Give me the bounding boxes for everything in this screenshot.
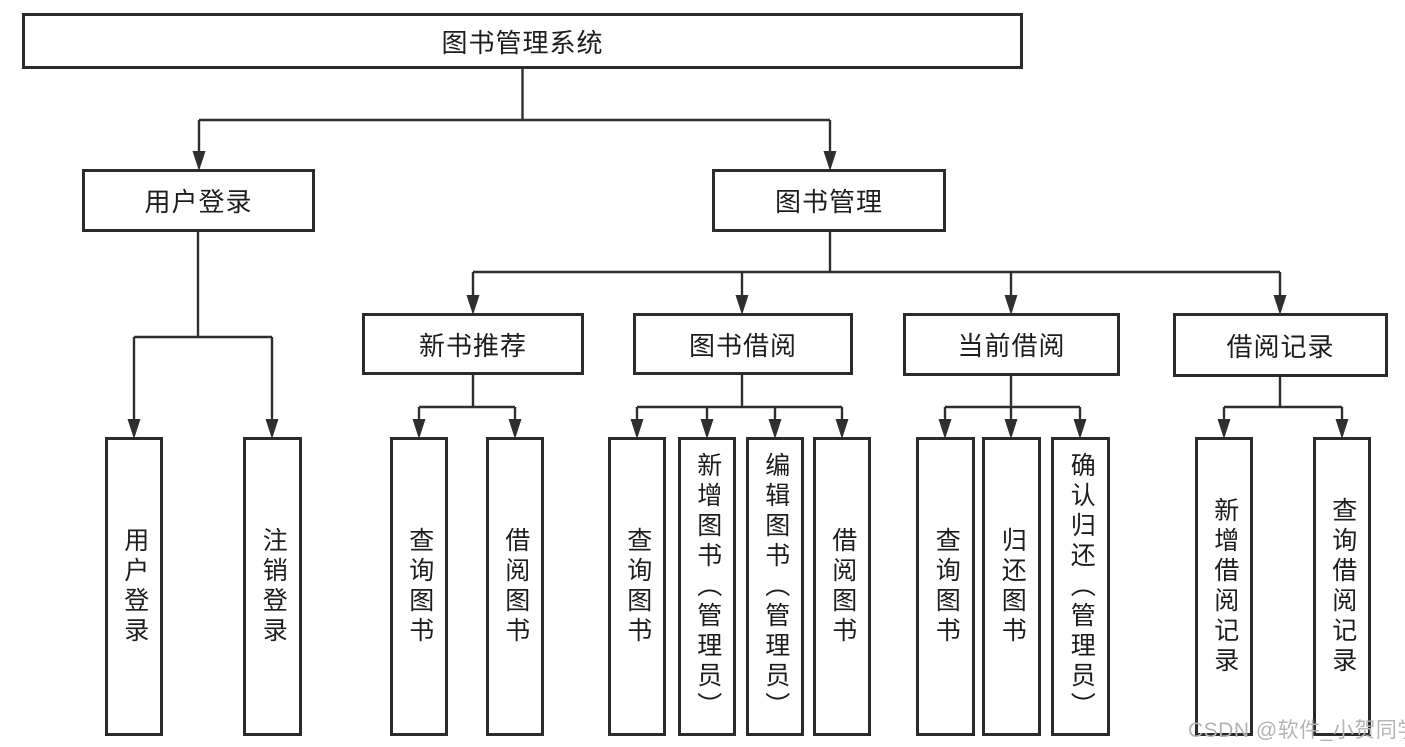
node-book-mgmt-label: 图书管理 — [774, 187, 883, 217]
node-leaf-user-login: 用户登录 — [105, 437, 163, 736]
node-leaf-nbr-query-label: 查询图书 — [405, 526, 434, 647]
connector-current-borrow — [943, 376, 1082, 422]
node-leaf-logout: 注销登录 — [243, 437, 302, 736]
node-current-borrow-label: 当前借阅 — [957, 331, 1066, 361]
node-leaf-bb-add-label: 新增图书（管理员） — [693, 451, 722, 722]
node-leaf-bb-edit: 编辑图书（管理员） — [746, 437, 804, 736]
node-leaf-bb-add: 新增图书（管理员） — [678, 437, 736, 736]
node-leaf-nbr-borrow-label: 借阅图书 — [501, 526, 530, 647]
connector-user-login — [132, 232, 274, 422]
arrowheads — [127, 151, 1349, 439]
node-borrow-records-label: 借阅记录 — [1226, 331, 1335, 362]
node-root: 图书管理系统 — [22, 13, 1023, 69]
node-leaf-bb-query-label: 查询图书 — [623, 526, 652, 647]
node-book-borrow: 图书借阅 — [633, 313, 853, 375]
node-leaf-bb-borrow: 借阅图书 — [813, 437, 871, 736]
node-new-book-rec-label: 新书推荐 — [418, 330, 527, 361]
node-borrow-records: 借阅记录 — [1173, 313, 1388, 377]
node-root-label: 图书管理系统 — [441, 27, 604, 58]
connector-book-borrow — [635, 375, 844, 422]
node-leaf-cb-confirm-label: 确认归还（管理员） — [1067, 451, 1096, 722]
node-leaf-logout-label: 注销登录 — [259, 526, 288, 647]
node-leaf-cb-confirm: 确认归还（管理员） — [1051, 437, 1110, 736]
node-book-mgmt: 图书管理 — [712, 169, 946, 232]
connector-new-book-rec — [417, 375, 517, 422]
node-leaf-nbr-borrow: 借阅图书 — [486, 437, 544, 736]
node-leaf-br-add-label: 新增借阅记录 — [1210, 496, 1239, 677]
node-user-login: 用户登录 — [82, 169, 315, 232]
node-leaf-br-query-label: 查询借阅记录 — [1328, 496, 1357, 677]
node-leaf-bb-query: 查询图书 — [608, 437, 666, 736]
connector-book-mgmt — [471, 232, 1282, 298]
node-current-borrow: 当前借阅 — [903, 313, 1120, 376]
node-leaf-cb-query-label: 查询图书 — [932, 526, 961, 647]
node-leaf-bb-borrow-label: 借阅图书 — [828, 526, 857, 647]
node-book-borrow-label: 图书借阅 — [688, 330, 797, 361]
watermark: CSDN @软件_小贺同学 — [1188, 719, 1405, 742]
node-leaf-cb-return: 归还图书 — [982, 437, 1041, 736]
node-leaf-cb-return-label: 归还图书 — [998, 526, 1027, 647]
node-leaf-br-add: 新增借阅记录 — [1195, 437, 1253, 736]
node-leaf-user-login-label: 用户登录 — [120, 526, 149, 647]
node-leaf-cb-query: 查询图书 — [916, 437, 975, 736]
connector-root — [197, 69, 832, 154]
node-new-book-rec: 新书推荐 — [362, 313, 584, 375]
connector-borrow-records — [1222, 377, 1344, 422]
node-leaf-br-query: 查询借阅记录 — [1313, 437, 1371, 736]
node-leaf-bb-edit-label: 编辑图书（管理员） — [761, 451, 790, 722]
node-leaf-nbr-query: 查询图书 — [390, 437, 448, 736]
node-user-login-label: 用户登录 — [144, 187, 253, 217]
